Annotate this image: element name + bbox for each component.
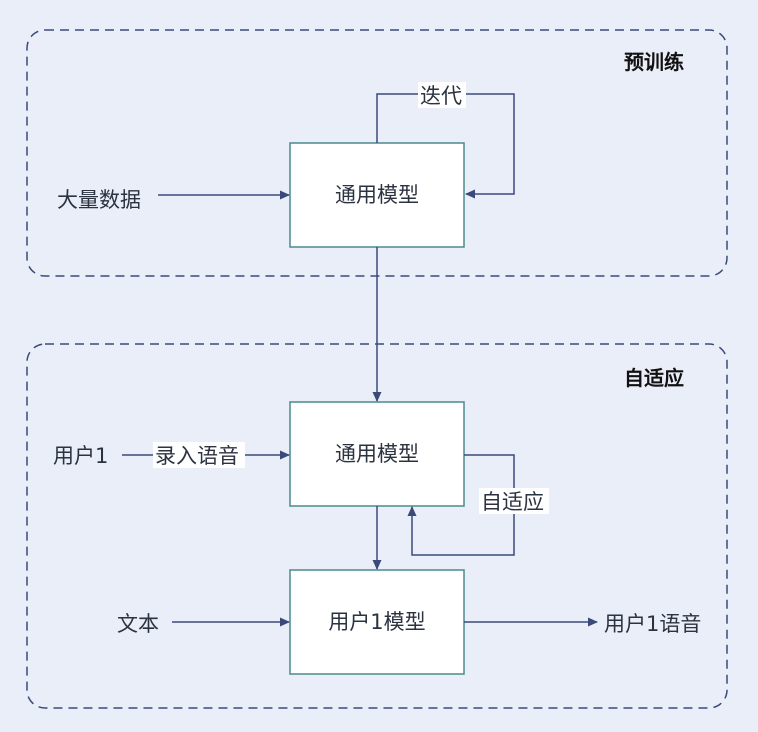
adapt-loop-arrow [407,454,515,556]
user1-model-label: 用户1模型 [328,610,425,634]
massive-data-label: 大量数据 [57,188,141,212]
record-speech-label-bg [153,442,245,468]
adapt-loop-label: 自适应 [481,490,544,514]
user1-model-box [289,569,465,675]
user1-speech-label: 用户1语音 [604,612,701,636]
text-label: 文本 [117,612,159,636]
record-speech-label: 录入语音 [155,444,239,468]
adapt-loop-label-bg [479,488,549,514]
general-model-top-label: 通用模型 [335,183,419,207]
general-model-top-box [289,142,465,248]
user1-label: 用户1 [53,444,108,468]
iterate-label: 迭代 [420,84,462,108]
iterate-label-bg [418,82,466,108]
general-model-mid-box [289,401,465,507]
adapt-region-title: 自适应 [624,366,684,390]
iterate-loop-arrow [376,93,515,199]
general-model-mid-label: 通用模型 [335,442,419,466]
pretrain-region-title: 预训练 [624,50,684,74]
